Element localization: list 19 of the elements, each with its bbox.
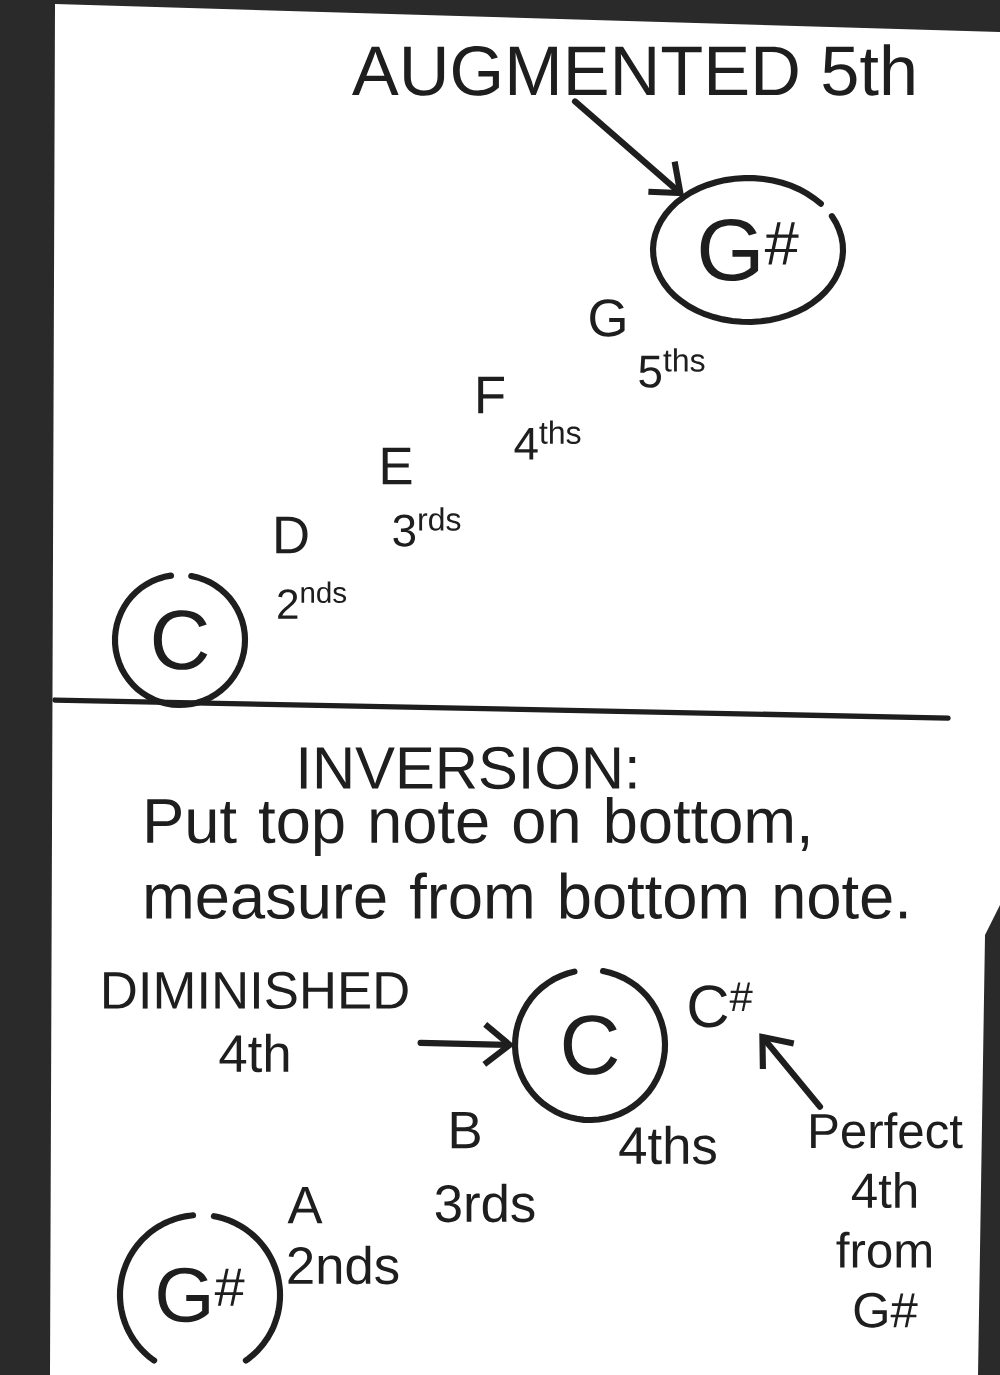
note-letter: B <box>451 1111 480 1149</box>
interval-label: 4$^{ths}$ <box>514 420 581 460</box>
interval-label: 3rds <box>435 1183 535 1223</box>
heading: INVERSION: <box>300 746 636 790</box>
annotation-label: Perfect 4th from G# <box>811 1112 963 1328</box>
arrow <box>571 98 685 197</box>
note-label: C$^{#}$ <box>689 982 753 1028</box>
arrow <box>417 1022 515 1067</box>
note-letter: A <box>287 1186 323 1224</box>
arrow <box>759 1033 824 1110</box>
instruction-text: Put top note on bottom, measure from bottom note. <box>146 797 907 919</box>
note-letter: G <box>590 299 625 337</box>
annotation-label: AUGMENTED 5th <box>352 44 914 96</box>
interval-label: 4ths <box>619 1125 716 1165</box>
note-letter: F <box>478 376 504 414</box>
annotation-label: DIMINISHED 4th <box>104 971 408 1073</box>
note-letter: E <box>382 447 412 485</box>
interval-label: 3$^{rds}$ <box>393 507 461 547</box>
note-letter: D <box>276 516 308 554</box>
